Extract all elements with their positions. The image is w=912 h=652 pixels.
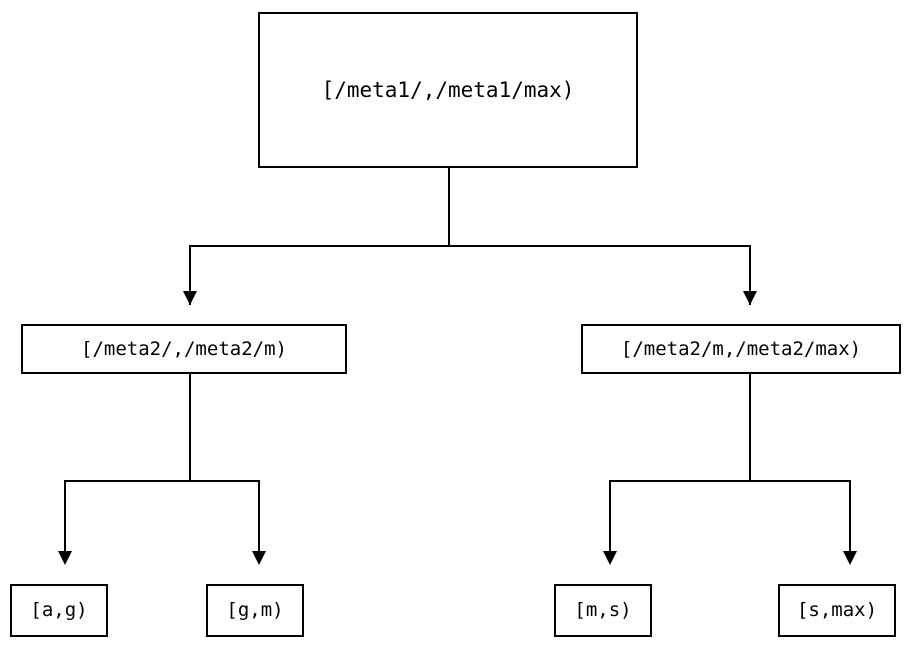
tree-node-leaf-a-g-label: [a,g)	[30, 599, 88, 621]
tree-node-mid-right-label: [/meta2/m,/meta2/max)	[620, 337, 862, 360]
arrowhead-mid-left-to-leaf-ag	[58, 551, 72, 565]
arrowhead-root-to-mid-left	[183, 291, 197, 305]
edge-root-stem	[448, 168, 450, 247]
tree-node-root[interactable]: [/meta1/,/meta1/max)	[258, 12, 638, 168]
tree-node-leaf-s-max-label: [s,max)	[796, 599, 878, 621]
edge-mid-left-to-leaf-gm-drop	[258, 480, 260, 552]
arrowhead-mid-right-to-leaf-smax	[843, 551, 857, 565]
tree-node-root-label: [/meta1/,/meta1/max)	[321, 77, 575, 102]
tree-node-leaf-m-s[interactable]: [m,s)	[554, 584, 652, 637]
tree-node-leaf-s-max[interactable]: [s,max)	[778, 584, 896, 637]
edge-mid-right-stem	[749, 374, 751, 482]
edge-root-to-mid-left-drop	[189, 245, 191, 305]
edge-mid-left-to-leaf-ag-drop	[64, 480, 66, 552]
tree-node-leaf-g-m-label: [g,m)	[226, 599, 284, 621]
arrowhead-mid-left-to-leaf-gm	[252, 551, 266, 565]
edge-mid-right-to-leaf-smax-drop	[849, 480, 851, 552]
tree-node-leaf-m-s-label: [m,s)	[574, 599, 632, 621]
tree-node-mid-left[interactable]: [/meta2/,/meta2/m)	[21, 324, 347, 374]
tree-node-leaf-g-m[interactable]: [g,m)	[206, 584, 304, 637]
edge-root-crossbar	[189, 245, 750, 247]
edge-mid-right-to-leaf-ms-drop	[609, 480, 611, 552]
edge-mid-left-crossbar	[64, 480, 260, 482]
edge-mid-left-stem	[189, 374, 191, 482]
tree-node-mid-left-label: [/meta2/,/meta2/m)	[81, 337, 287, 360]
tree-node-leaf-a-g[interactable]: [a,g)	[10, 584, 108, 637]
tree-node-mid-right[interactable]: [/meta2/m,/meta2/max)	[581, 324, 901, 374]
edge-root-to-mid-right-drop	[749, 245, 751, 305]
arrowhead-mid-right-to-leaf-ms	[603, 551, 617, 565]
arrowhead-root-to-mid-right	[743, 291, 757, 305]
edge-mid-right-crossbar	[609, 480, 851, 482]
